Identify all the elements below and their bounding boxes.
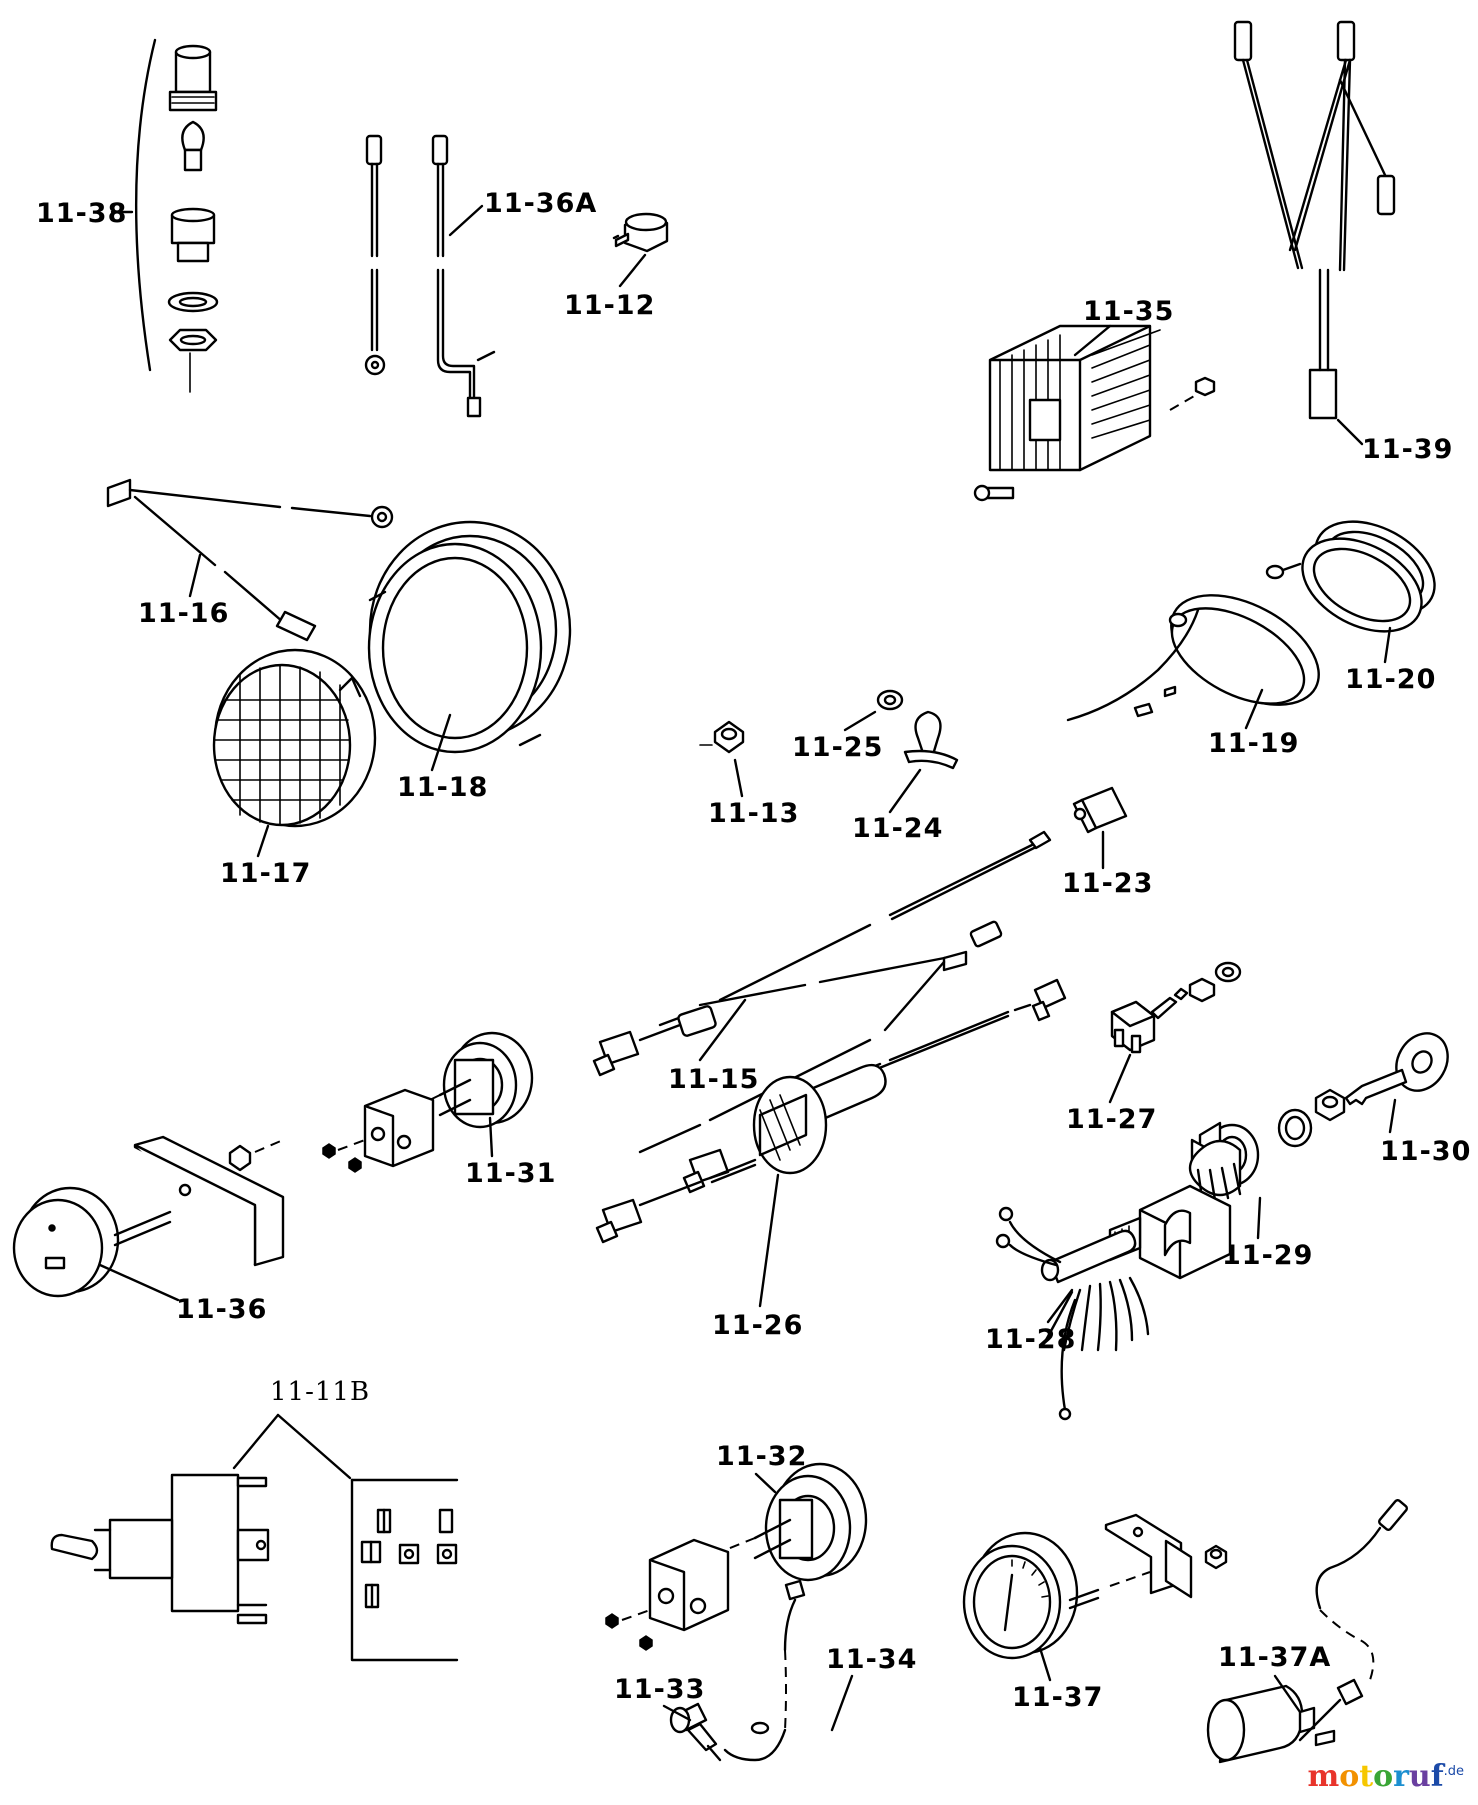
label-11-36: 11-36 xyxy=(176,1294,267,1325)
part-11-30-ignition-key xyxy=(1277,1032,1449,1148)
label-11-24: 11-24 xyxy=(852,813,943,844)
label-11-23: 11-23 xyxy=(1062,868,1153,899)
part-11-32-gauge xyxy=(605,1462,868,1651)
label-11-31: 11-31 xyxy=(465,1158,556,1189)
label-11-33: 11-33 xyxy=(614,1674,705,1705)
watermark-suffix: .de xyxy=(1443,1764,1464,1779)
label-11-39: 11-39 xyxy=(1362,434,1453,465)
label-11-36A: 11-36A xyxy=(484,188,597,219)
part-11-18-headlamp-bezel xyxy=(367,520,572,754)
label-11-17: 11-17 xyxy=(220,858,311,889)
label-11-19: 11-19 xyxy=(1208,728,1299,759)
part-11-36-gauge xyxy=(12,1135,285,1298)
part-11-37-gauge xyxy=(962,1513,1228,1660)
part-11-29-ignition-switch xyxy=(1188,1121,1260,1202)
label-11-13: 11-13 xyxy=(708,798,799,829)
part-11-27-toggle-switch xyxy=(1110,961,1242,1054)
part-11-35-regulator xyxy=(973,324,1216,502)
label-11-38: 11-38 xyxy=(36,198,127,229)
part-11-13-washer xyxy=(699,720,745,754)
part-11-26-fuse-lead xyxy=(595,978,1067,1244)
part-11-28-switch-harness xyxy=(995,1184,1232,1421)
watermark-logo: motoruf.de xyxy=(1307,1759,1464,1794)
part-11-38-indicator-lamp xyxy=(134,38,219,393)
label-11-15: 11-15 xyxy=(668,1064,759,1095)
watermark-brand: motoruf xyxy=(1307,1759,1444,1794)
part-11-37A-sender xyxy=(1206,1499,1408,1764)
part-11-34-sender-lead xyxy=(723,1579,806,1762)
label-11-20: 11-20 xyxy=(1345,664,1436,695)
part-11-19-tail-lamp xyxy=(1066,562,1320,722)
part-11-31-gauge xyxy=(322,1031,534,1173)
part-11-12-sender xyxy=(612,212,669,253)
label-11-25: 11-25 xyxy=(792,732,883,763)
label-11-32: 11-32 xyxy=(716,1441,807,1472)
label-11-28: 11-28 xyxy=(985,1324,1076,1355)
part-11-25-grommet xyxy=(876,689,904,711)
part-11-20-lens-cover xyxy=(1301,520,1436,633)
part-11-39-harness xyxy=(1233,20,1396,420)
label-11-35: 11-35 xyxy=(1083,296,1174,327)
part-11-24-clip xyxy=(903,710,959,770)
part-11-23-connector xyxy=(1072,786,1128,834)
label-11-18: 11-18 xyxy=(397,772,488,803)
part-11-16-lead xyxy=(106,478,394,642)
label-11-30: 11-30 xyxy=(1380,1136,1471,1167)
label-11-16: 11-16 xyxy=(138,598,229,629)
part-11-33-sender xyxy=(669,1702,722,1762)
part-11-17-headlamp xyxy=(212,648,377,828)
label-11-34: 11-34 xyxy=(826,1644,917,1675)
label-11-26: 11-26 xyxy=(712,1310,803,1341)
label-11-29: 11-29 xyxy=(1222,1240,1313,1271)
label-11-37A: 11-37A xyxy=(1218,1642,1331,1673)
label-11-12: 11-12 xyxy=(564,290,655,321)
label-11-27: 11-27 xyxy=(1066,1104,1157,1135)
part-11-36A-leads xyxy=(364,134,496,418)
label-11-11B: 11-11B xyxy=(270,1377,370,1407)
label-11-37: 11-37 xyxy=(1012,1682,1103,1713)
part-11-11B-toggle-switch-detail xyxy=(50,1413,459,1662)
